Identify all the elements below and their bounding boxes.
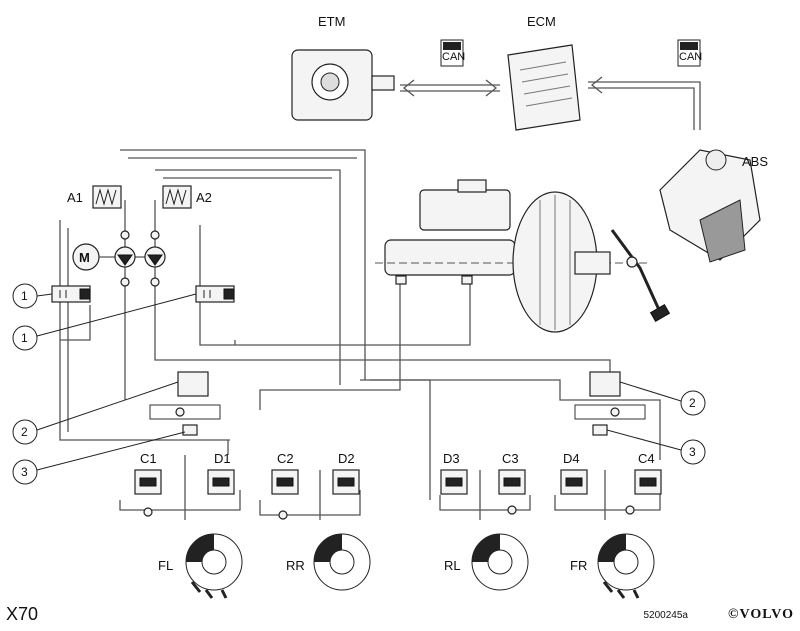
accumulator-a1: A1 xyxy=(67,185,122,209)
pressure-module-left xyxy=(149,371,221,436)
valve-d3: D3 xyxy=(440,451,468,495)
can-tag-2: CAN xyxy=(679,51,702,63)
svg-text:C3: C3 xyxy=(502,451,519,466)
svg-text:FR: FR xyxy=(570,558,587,573)
wheel-fl: FL xyxy=(158,533,243,599)
accumulator-a1-label: A1 xyxy=(67,190,83,205)
accumulator-a2: A2 xyxy=(162,185,212,209)
valve-c3: C3 xyxy=(498,451,526,495)
motor-label: M xyxy=(79,250,90,265)
valve-d1: D1 xyxy=(207,451,235,495)
svg-text:1: 1 xyxy=(21,289,28,303)
can-link-ecm-abs: CAN xyxy=(588,39,702,130)
wheel-rl: RL xyxy=(444,533,529,591)
callouts: 1 1 2 3 2 3 xyxy=(12,283,706,485)
can-tag-1: CAN xyxy=(442,51,465,63)
svg-text:D3: D3 xyxy=(443,451,460,466)
svg-text:D1: D1 xyxy=(214,451,231,466)
svg-text:D4: D4 xyxy=(563,451,580,466)
svg-text:3: 3 xyxy=(689,445,696,459)
valve-c4: C4 xyxy=(634,451,662,495)
brand-logo: ©VOLVO xyxy=(728,607,794,622)
brake-pedal xyxy=(610,229,671,323)
accumulator-a2-label: A2 xyxy=(196,190,212,205)
ecm-label: ECM xyxy=(527,14,556,29)
callout-3-left: 3 xyxy=(12,431,186,485)
wheel-fr: FR xyxy=(570,533,655,599)
valve-d4: D4 xyxy=(560,451,588,495)
isolation-valve-1-right xyxy=(195,285,235,303)
model-code: X70 xyxy=(6,604,39,624)
callout-2-left: 2 xyxy=(12,381,179,445)
callout-3-right: 3 xyxy=(606,429,706,465)
wheel-brakes: FL RR RL FR xyxy=(158,533,655,599)
isolation-valve-1-left xyxy=(51,285,91,303)
etm-label: ETM xyxy=(318,14,345,29)
abs-module: ABS xyxy=(659,149,768,263)
svg-text:RR: RR xyxy=(286,558,305,573)
svg-text:C1: C1 xyxy=(140,451,157,466)
pump-motor: M xyxy=(72,230,166,287)
svg-text:C4: C4 xyxy=(638,451,655,466)
svg-text:2: 2 xyxy=(689,396,696,410)
ecm-module: ECM xyxy=(507,14,581,131)
valve-c1: C1 xyxy=(134,451,162,495)
svg-text:RL: RL xyxy=(444,558,461,573)
svg-text:3: 3 xyxy=(21,465,28,479)
callout-1a: 1 xyxy=(12,283,53,309)
svg-text:2: 2 xyxy=(21,425,28,439)
svg-text:FL: FL xyxy=(158,558,173,573)
svg-text:D2: D2 xyxy=(338,451,355,466)
valves: C1 D1 C2 D2 D3 C3 D4 C4 xyxy=(134,451,662,520)
svg-text:C2: C2 xyxy=(277,451,294,466)
brake-booster xyxy=(512,191,611,333)
wheel-rr: RR xyxy=(286,533,371,591)
valve-d2: D2 xyxy=(332,451,360,495)
callout-1b: 1 xyxy=(12,293,197,351)
svg-text:1: 1 xyxy=(21,331,28,345)
abs-label: ABS xyxy=(742,154,768,169)
can-link-etm-ecm: CAN xyxy=(400,39,500,97)
pressure-module-right xyxy=(574,371,646,436)
hydraulic-lines xyxy=(59,149,661,520)
valve-c2: C2 xyxy=(271,451,299,495)
reference-code: 5200245a xyxy=(643,610,689,621)
callout-2-right: 2 xyxy=(619,381,706,416)
etm-module: ETM xyxy=(291,14,395,121)
